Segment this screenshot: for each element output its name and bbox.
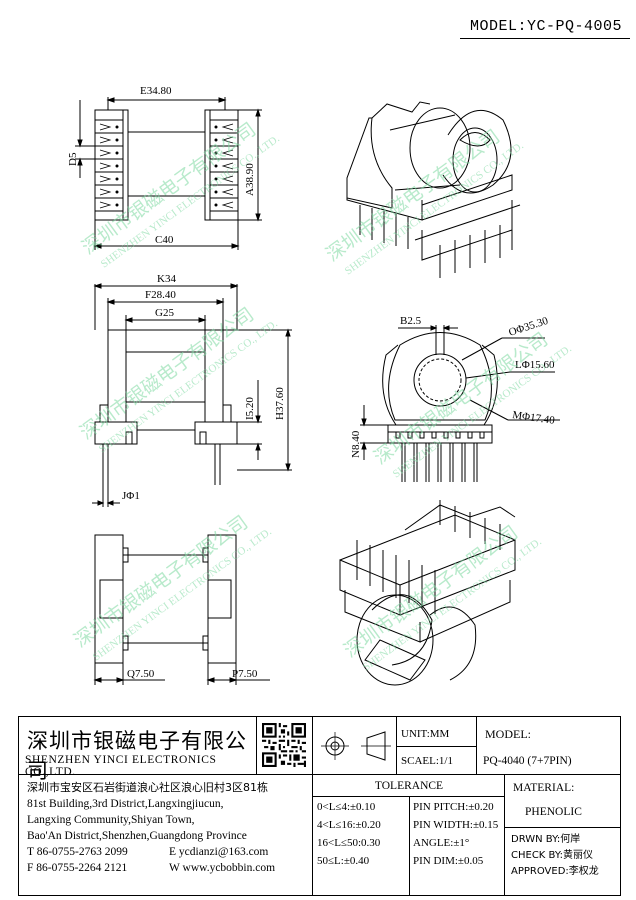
- model-cell: MODEL: PQ-4040 (7+7PIN): [477, 717, 620, 775]
- address-line-1: 81st Building,3rd District,Langxingjiucu…: [27, 798, 224, 810]
- isometric-view-top: [346, 101, 521, 278]
- dim-b: B2.5: [400, 315, 422, 327]
- fax-text: F 86-0755-2264 2121: [27, 862, 128, 874]
- svg-text:SHENZHEN YINCI ELECTRONICS CO.: SHENZHEN YINCI ELECTRONICS CO., LTD.: [343, 140, 526, 278]
- material-cell: MATERIAL: PHENOLIC DRWN BY:何岸 CHECK BY:黄…: [505, 775, 620, 895]
- svg-text:SHENZHEN YINCI ELECTRONICS CO.: SHENZHEN YINCI ELECTRONICS CO., LTD.: [391, 343, 574, 481]
- model-underline: [460, 38, 630, 39]
- drawn-by: DRWN BY:何岸: [511, 834, 581, 845]
- isometric-view-bottom: [339, 500, 516, 686]
- dim-n: N8.40: [350, 430, 362, 458]
- tolerance-right-0: PIN PITCH:±0.20: [413, 801, 494, 813]
- tolerance-left-2: 16<L≤50:0.30: [317, 837, 381, 849]
- dim-m: MΦ17.40: [512, 409, 556, 427]
- svg-text:深圳市银磁电子有限公司: 深圳市银磁电子有限公司: [340, 521, 522, 662]
- bottom-view: [93, 534, 270, 685]
- svg-text:SHENZHEN YINCI ELECTRONICS CO.: SHENZHEN YINCI ELECTRONICS CO., LTD.: [361, 536, 544, 674]
- address-line-2: Langxing Community,Shiyan Town,: [27, 814, 195, 826]
- unit-text: UNIT:MM: [401, 728, 450, 740]
- email-text: E ycdianzi@163.com: [169, 846, 269, 858]
- tolerance-left-1: 4<L≤16:±0.20: [317, 819, 381, 831]
- dim-q: Q7.50: [127, 668, 155, 680]
- watermark: 深圳市银磁电子有限公司 SHENZHEN YINCI ELECTRONICS C…: [70, 118, 574, 673]
- approved-by: APPROVED:李权龙: [511, 866, 599, 877]
- top-view: [75, 97, 262, 250]
- dim-c: C40: [155, 234, 174, 246]
- svg-text:深圳市银磁电子有限公司: 深圳市银磁电子有限公司: [322, 125, 504, 266]
- dim-h: H37.60: [274, 387, 286, 420]
- tolerance-title: TOLERANCE: [374, 780, 444, 792]
- front-view: [92, 283, 292, 507]
- title-block: 深圳市银磁电子有限公司 SHENZHEN YINCI ELECTRONICS C…: [18, 716, 621, 896]
- material-label: MATERIAL:: [513, 782, 575, 794]
- dim-f: F28.40: [145, 289, 176, 301]
- dim-g: G25: [155, 307, 174, 319]
- qr-code-icon: [262, 723, 306, 767]
- svg-text:深圳市银磁电子有限公司: 深圳市银磁电子有限公司: [70, 511, 252, 652]
- svg-text:SHENZHEN YINCI ELECTRONICS CO.: SHENZHEN YINCI ELECTRONICS CO., LTD.: [97, 318, 280, 456]
- tolerance-right-3: PIN DIM:±0.05: [413, 855, 484, 867]
- company-cell: 深圳市银磁电子有限公司 SHENZHEN YINCI ELECTRONICS C…: [19, 717, 257, 783]
- drawing-sheet: E34.80 D5 A38.90 C40: [67, 85, 574, 686]
- model-label: MODEL:: [485, 727, 531, 741]
- dim-e: E34.80: [140, 85, 172, 97]
- address-cell: 深圳市宝安区石岩街道浪心社区浪心旧村3区81栋 81st Building,3r…: [19, 775, 313, 895]
- web-text: W www.ycbobbin.com: [169, 862, 276, 874]
- company-name-en: SHENZHEN YINCI ELECTRONICS CO.,LTD.: [25, 754, 217, 778]
- dim-p: P7.50: [232, 668, 258, 680]
- address-line-3: Bao'An District,Shenzhen,Guangdong Provi…: [27, 830, 247, 842]
- unit-scale-cell: UNIT:MM SCAEL:1/1: [397, 717, 477, 775]
- dim-a: A38.90: [244, 163, 256, 196]
- svg-text:深圳市银磁电子有限公司: 深圳市银磁电子有限公司: [76, 303, 258, 444]
- address-cn: 深圳市宝安区石岩街道浪心社区浪心旧村3区81栋: [27, 781, 268, 794]
- dim-l: LΦ15.60: [515, 359, 555, 371]
- tolerance-right-1: PIN WIDTH:±0.15: [413, 819, 499, 831]
- company-name-cn: 深圳市银磁电子有限公司: [27, 729, 247, 783]
- dim-j: JΦ1: [122, 490, 140, 502]
- dim-i: I5.20: [244, 397, 256, 420]
- tolerance-cell: TOLERANCE 0<L≤4:±0.10 4<L≤16:±0.20 16<L≤…: [313, 775, 505, 895]
- svg-text:SHENZHEN YINCI ELECTRONICS CO.: SHENZHEN YINCI ELECTRONICS CO., LTD.: [99, 133, 282, 271]
- projection-cell: [313, 717, 397, 775]
- scale-text: SCAEL:1/1: [401, 755, 453, 767]
- qr-cell: [257, 717, 313, 775]
- end-view: [360, 325, 560, 482]
- tolerance-left-3: 50≤L:±0.40: [317, 855, 370, 867]
- dim-d: D5: [67, 152, 79, 166]
- material-value: PHENOLIC: [525, 806, 582, 818]
- projection-symbol-icon: [321, 731, 391, 761]
- model-header: MODEL:YC-PQ-4005: [470, 18, 623, 35]
- tolerance-left-0: 0<L≤4:±0.10: [317, 801, 376, 813]
- dim-k: K34: [157, 273, 176, 285]
- tolerance-right-2: ANGLE:±1°: [413, 837, 470, 849]
- model-value: PQ-4040 (7+7PIN): [483, 755, 572, 767]
- check-by: CHECK BY:黄丽仪: [511, 850, 594, 861]
- tel-text: T 86-0755-2763 2099: [27, 846, 128, 858]
